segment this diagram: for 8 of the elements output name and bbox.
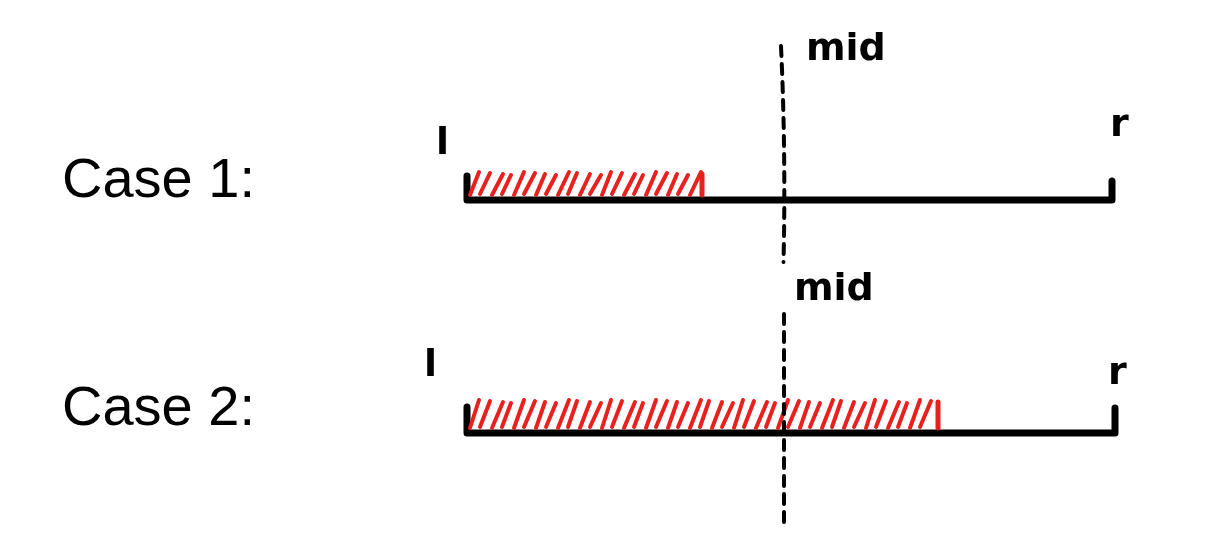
endpoint-label: r (1108, 352, 1127, 390)
case-label: Case 2: (62, 378, 255, 434)
midpoint-label: mid (806, 28, 886, 66)
midpoint-label: mid (794, 268, 874, 306)
endpoint-label: l (436, 122, 450, 160)
endpoint-label: l (424, 344, 438, 382)
case-label: Case 1: (62, 150, 255, 206)
endpoint-label: r (1110, 104, 1129, 142)
